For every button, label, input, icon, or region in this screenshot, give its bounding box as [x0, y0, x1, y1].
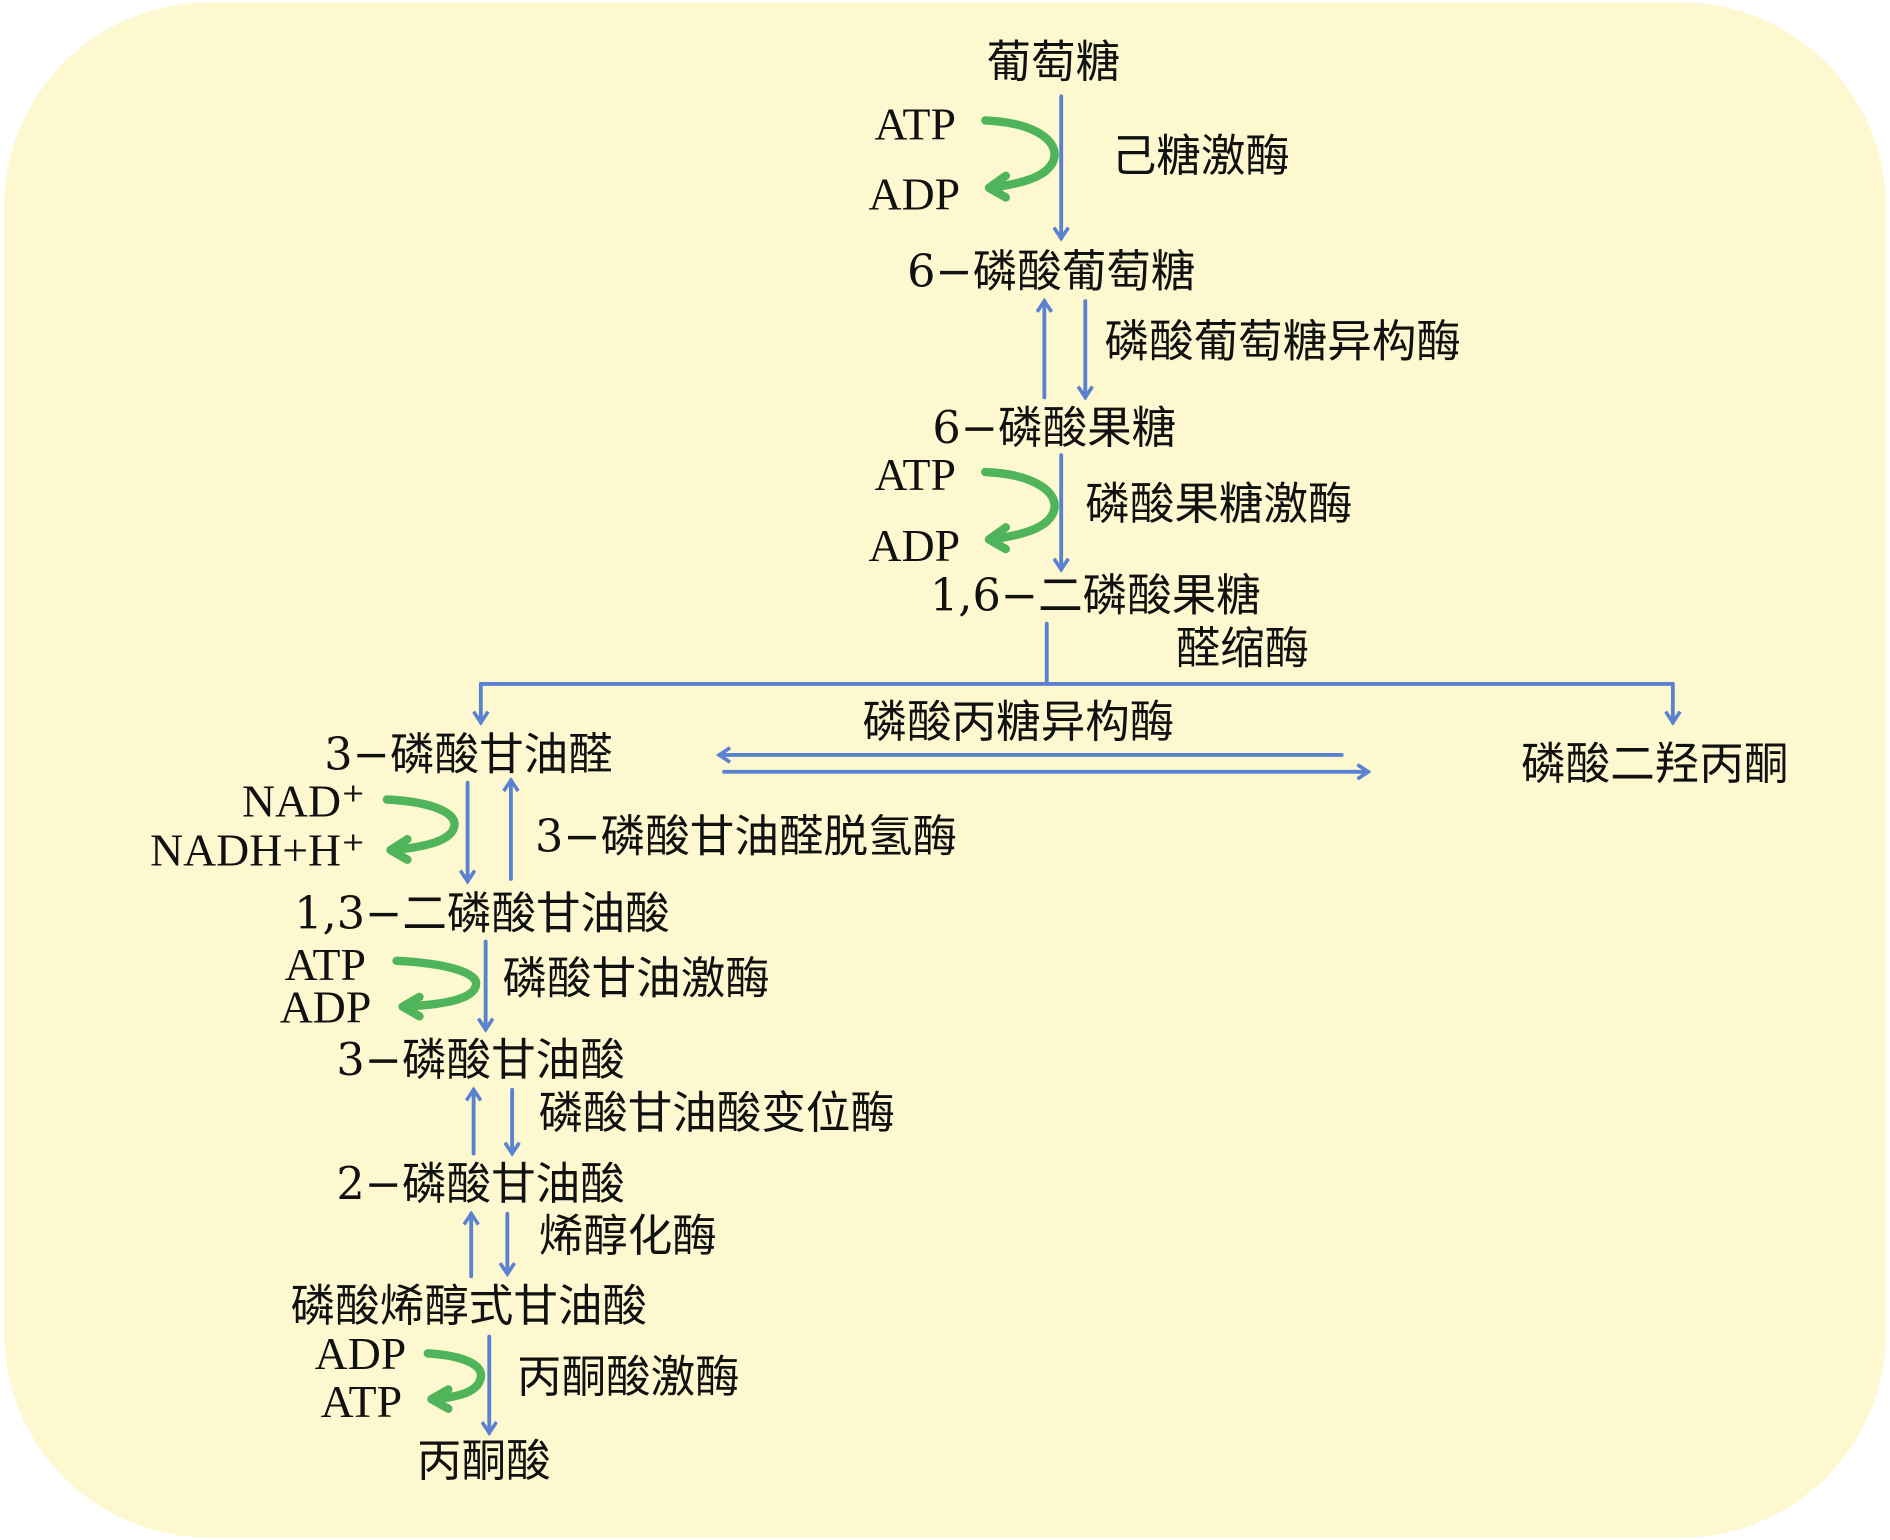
cofactor-adp-out: ADP [869, 169, 961, 220]
enzyme-pfk: 磷酸果糖激酶 [1085, 478, 1352, 530]
enzyme-pgk: 磷酸甘油激酶 [503, 952, 770, 1004]
metabolite-3pg: 3−磷酸甘油酸 [336, 1034, 624, 1086]
cofactor-atp-in: ATP [875, 449, 956, 500]
enzyme-aldolase: 醛缩酶 [1176, 622, 1310, 674]
cofactor-atp-in: ATP [285, 939, 366, 990]
green-cofactor-arrow-icon [392, 956, 481, 1021]
cofactor-adp-out: ADP [869, 520, 961, 571]
cofactor-nadh-out: NADH+H⁺ [150, 825, 365, 876]
enzyme-pk: 丙酮酸激酶 [517, 1351, 740, 1403]
cofactor-adp-in: ADP [315, 1328, 407, 1379]
enzyme-pgm: 磷酸甘油酸变位酶 [539, 1087, 895, 1139]
metabolite-pyruvate: 丙酮酸 [417, 1435, 551, 1487]
green-cofactor-arrow-icon [981, 116, 1059, 202]
cofactor-atp-out: ATP [321, 1376, 402, 1427]
enzyme-tpi: 磷酸丙糖异构酶 [863, 696, 1175, 748]
metabolite-f6p: 6−磷酸果糖 [932, 402, 1176, 454]
enzyme-enolase: 烯醇化酶 [539, 1210, 717, 1262]
green-cofactor-arrow-icon [382, 795, 459, 864]
enzyme-gapdh: 3−磷酸甘油醛脱氢酶 [535, 810, 957, 862]
cofactor-atp-in: ATP [875, 99, 956, 150]
enzyme-hexokinase: 己糖激酶 [1112, 130, 1290, 182]
green-cofactor-arrow-icon [981, 467, 1059, 554]
metabolite-g6p: 6−磷酸葡萄糖 [907, 246, 1195, 298]
metabolite-f16bp: 1,6−二磷酸果糖 [930, 569, 1261, 621]
cofactor-adp-out: ADP [280, 981, 372, 1032]
green-cofactor-arrow-icon [423, 1349, 486, 1413]
metabolite-13bpg: 1,3−二磷酸甘油酸 [294, 887, 669, 939]
metabolite-glucose: 葡萄糖 [987, 36, 1121, 88]
cofactor-nad-in: NAD⁺ [242, 775, 365, 826]
metabolite-pep: 磷酸烯醇式甘油酸 [291, 1280, 647, 1332]
metabolite-2pg: 2−磷酸甘油酸 [336, 1158, 624, 1210]
metabolite-dhap: 磷酸二羟丙酮 [1521, 738, 1788, 790]
metabolite-g3p: 3−磷酸甘油醛 [324, 728, 612, 780]
enzyme-pgi: 磷酸葡萄糖异构酶 [1105, 315, 1461, 367]
